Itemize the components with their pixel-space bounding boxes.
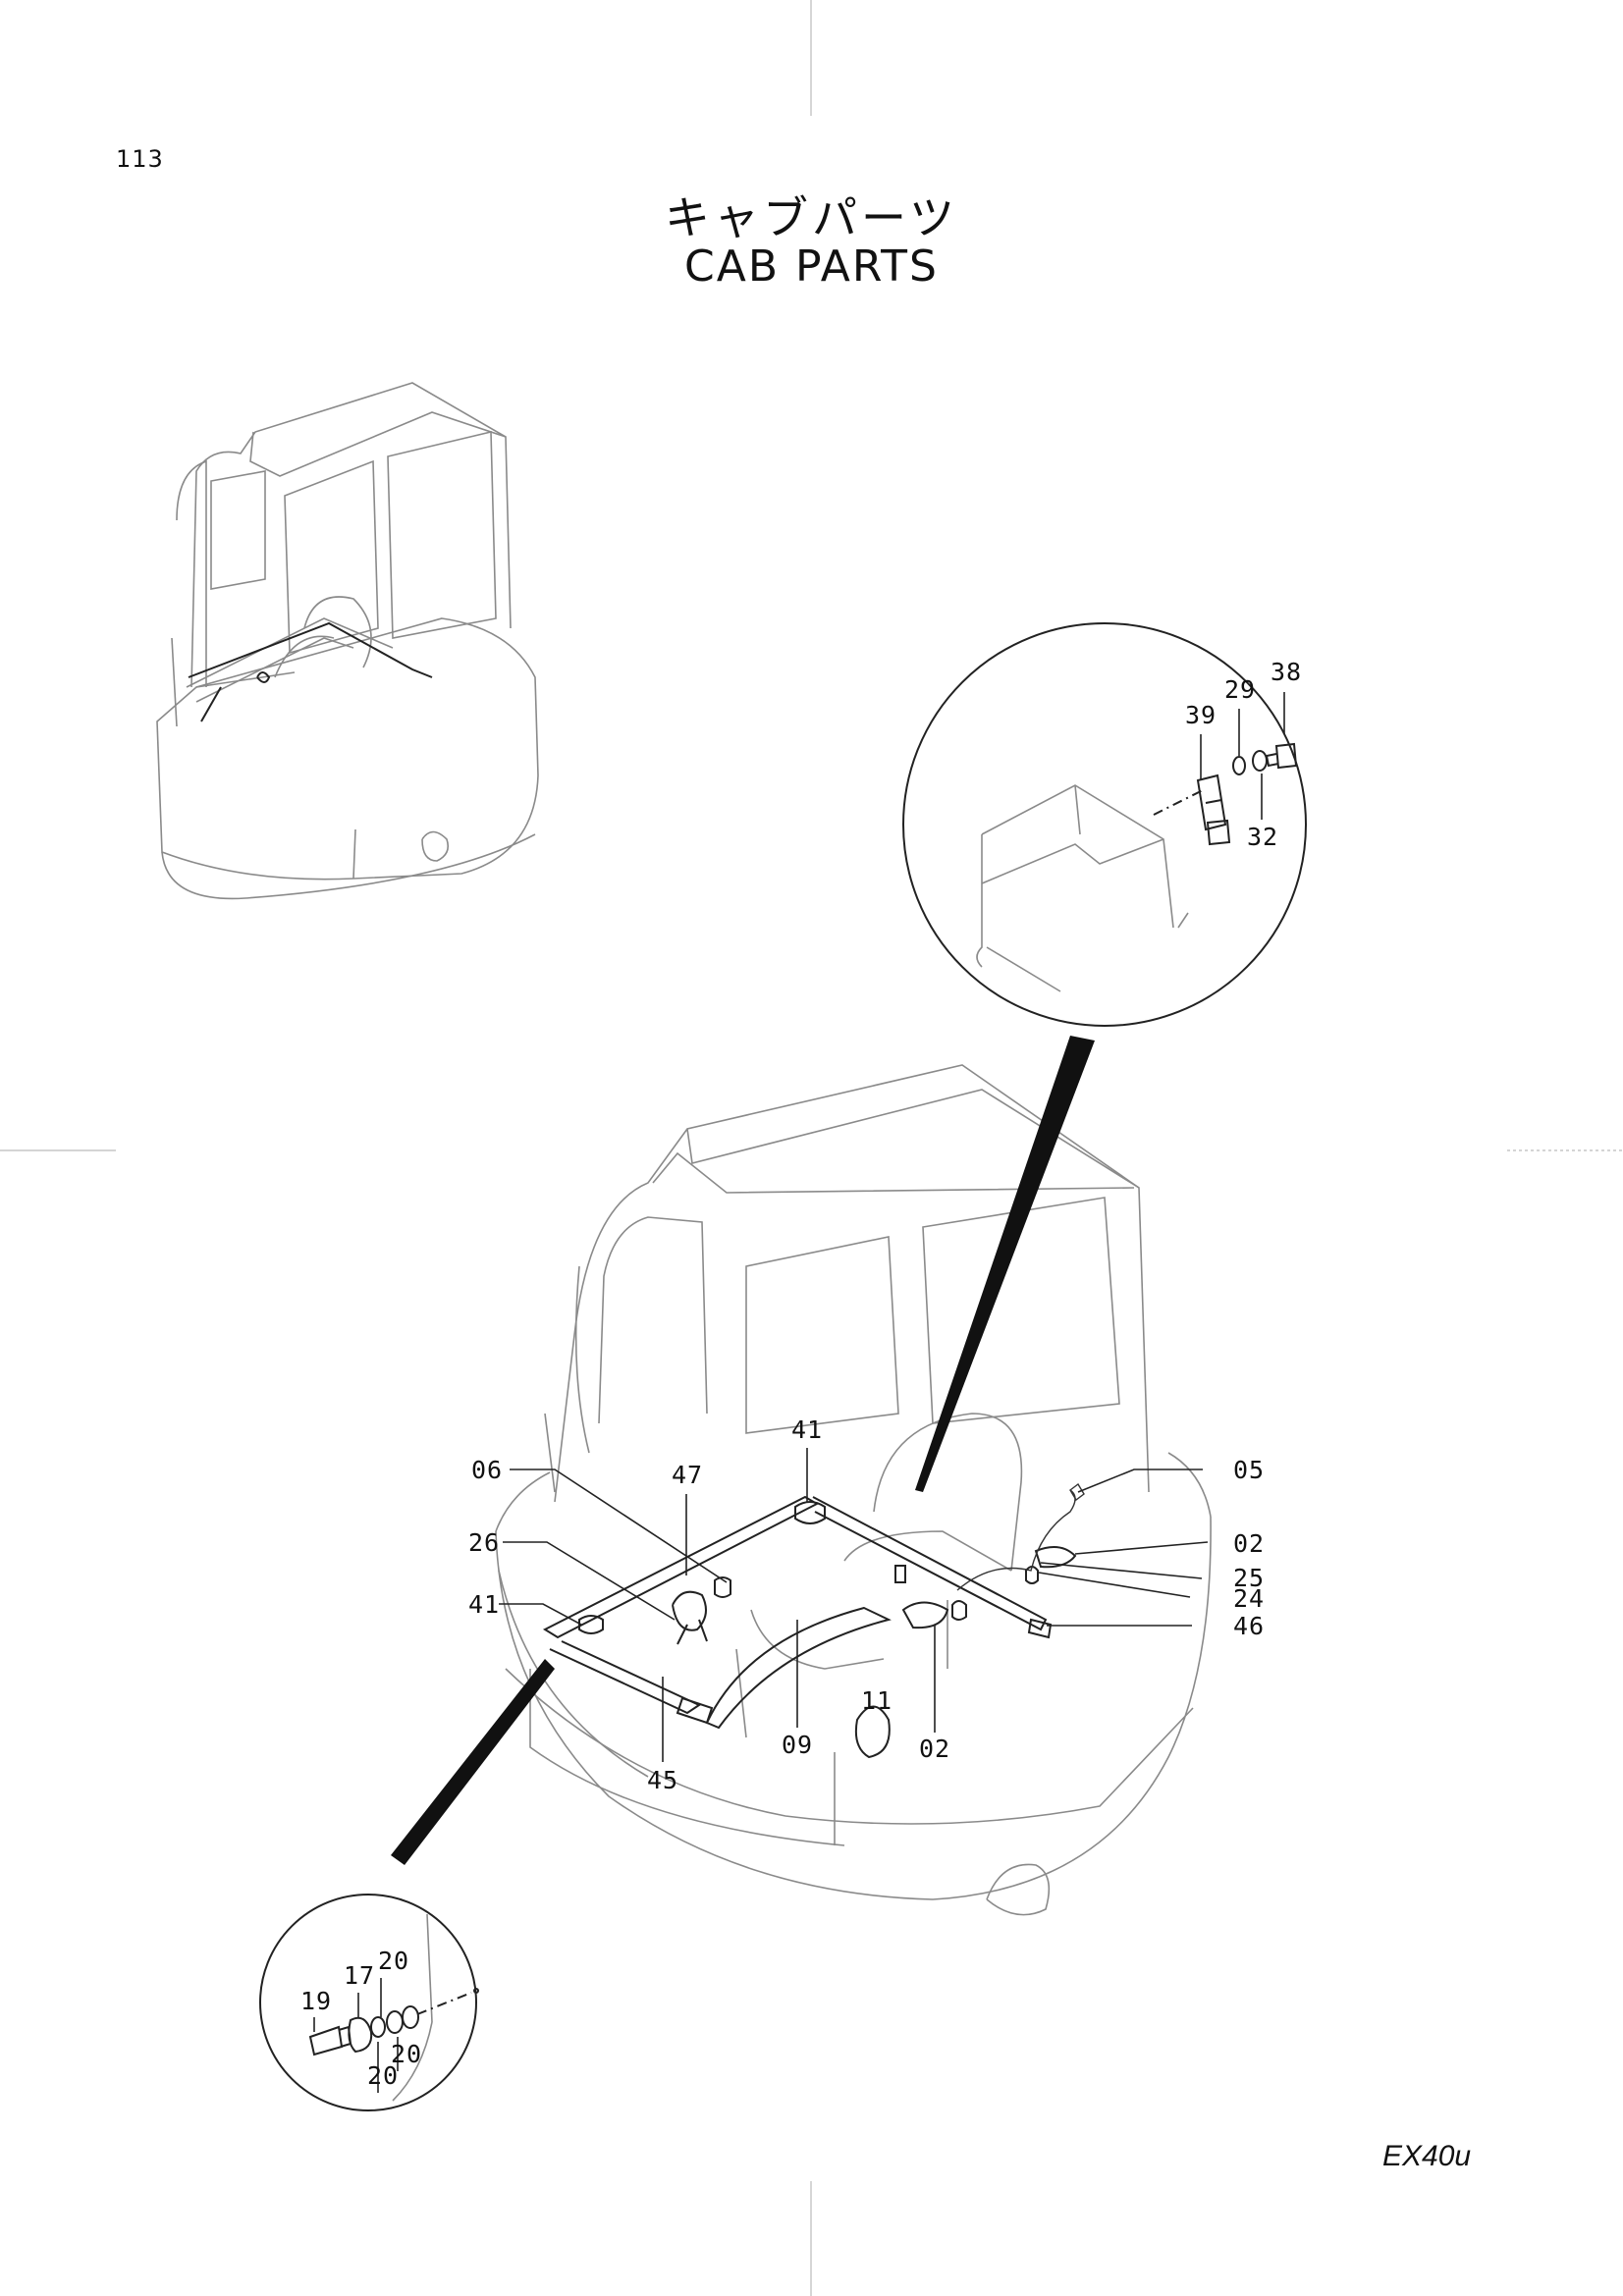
detail-circle-bottom xyxy=(259,1894,479,2111)
overview-cab-drawing xyxy=(156,382,539,900)
page-title-japanese: キャブパーツ xyxy=(664,191,959,244)
main-cab-drawing xyxy=(391,1036,1212,1916)
callout-main-47: 47 xyxy=(672,1461,703,1489)
callout-bottom-19: 19 xyxy=(300,1987,332,2015)
leader-lines xyxy=(313,692,1285,2093)
callout-labels: 38 29 39 32 41 06 47 05 26 02 25 24 41 4… xyxy=(300,658,1302,2090)
callout-main-45: 45 xyxy=(647,1766,678,1794)
callout-bottom-20-bottom: 20 xyxy=(367,2061,399,2090)
page-number: 113 xyxy=(116,145,164,173)
callout-top-39: 39 xyxy=(1185,701,1217,729)
page-title: CAB PARTS xyxy=(684,241,939,292)
callout-main-41-left: 41 xyxy=(468,1590,500,1619)
callout-bottom-20-top: 20 xyxy=(378,1947,409,1975)
callout-main-09: 09 xyxy=(782,1731,813,1759)
callout-top-32: 32 xyxy=(1247,823,1278,851)
callout-main-24: 24 xyxy=(1233,1584,1265,1613)
callout-main-41-top: 41 xyxy=(791,1415,823,1444)
callout-main-05: 05 xyxy=(1233,1456,1265,1484)
callout-main-26: 26 xyxy=(468,1528,500,1557)
callout-main-02-bottom: 02 xyxy=(919,1735,950,1763)
callout-main-06: 06 xyxy=(471,1456,503,1484)
callout-main-02-right: 02 xyxy=(1233,1529,1265,1558)
callout-main-11: 11 xyxy=(861,1686,893,1715)
callout-bottom-17: 17 xyxy=(344,1961,375,1990)
callout-top-29: 29 xyxy=(1224,675,1256,704)
callout-top-38: 38 xyxy=(1271,658,1302,686)
callout-main-46: 46 xyxy=(1233,1612,1265,1640)
model-code: EX40u xyxy=(1382,2140,1472,2172)
detail-circle-top xyxy=(902,622,1307,1027)
callout-bottom-20-right: 20 xyxy=(391,2040,422,2068)
callout-main-25: 25 xyxy=(1233,1564,1265,1592)
